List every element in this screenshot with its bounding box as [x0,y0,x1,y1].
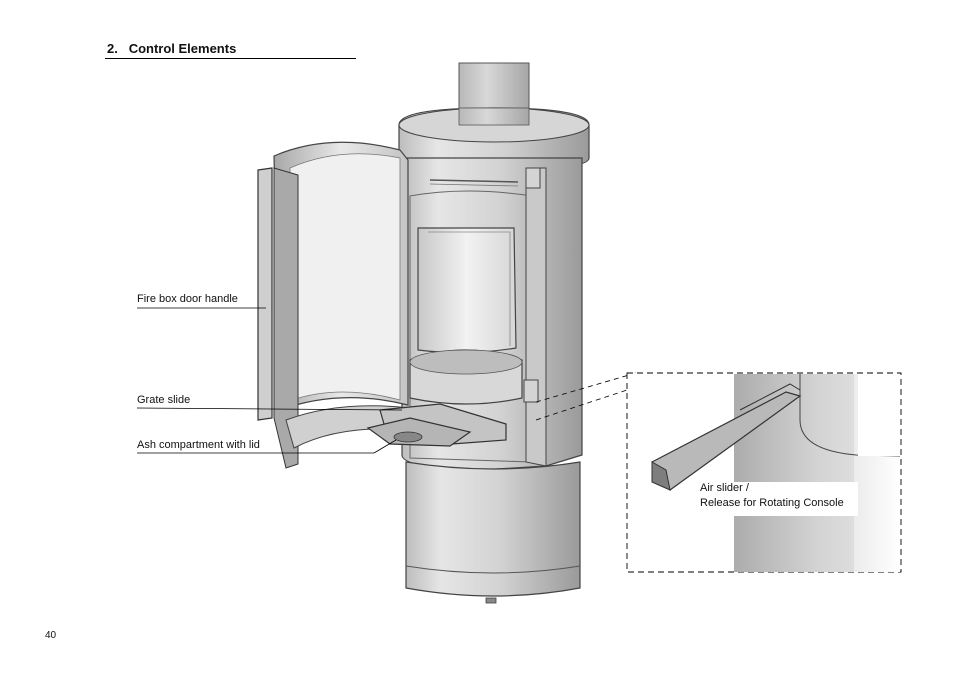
label-air-slider-line2: Release for Rotating Console [700,497,844,509]
door-handle [257,167,273,421]
section-heading: 2. Control Elements [107,41,236,56]
grate-leader-line [136,407,403,411]
label-air-slider-line1: Air slider / [700,482,749,494]
ash-compartment [366,417,472,447]
section-number: 2. [107,41,118,56]
label-grate-slide: Grate slide [137,394,191,406]
firebox-window [417,227,517,354]
stove-base [405,461,581,597]
page-number: 40 [45,630,57,641]
label-ash-compartment: Ash compartment with lid [137,439,260,451]
heading-underline [105,58,356,59]
label-fire-box-door-handle: Fire box door handle [137,293,238,305]
section-title: Control Elements [128,41,237,56]
